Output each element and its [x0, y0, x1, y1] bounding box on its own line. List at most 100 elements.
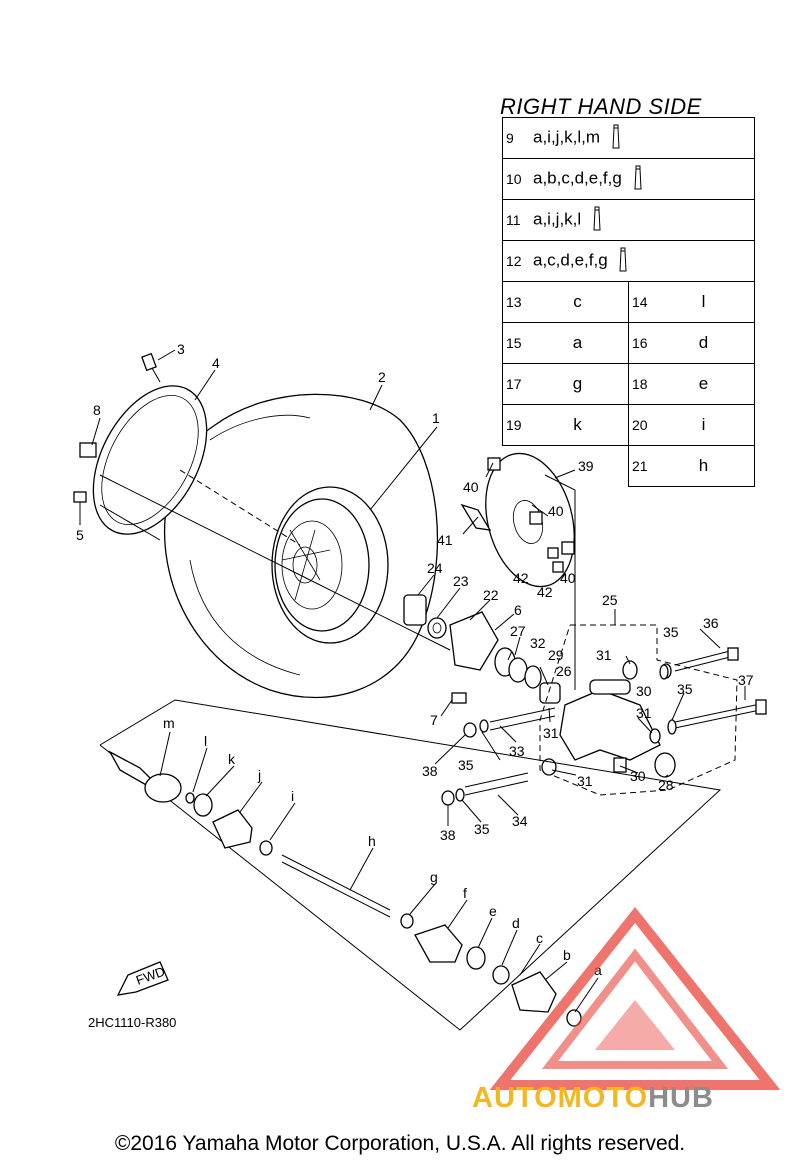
drive-shaft [108, 750, 582, 1027]
callout-35d: 35 [474, 821, 490, 837]
callout-i: i [291, 788, 294, 804]
callout-25: 25 [602, 592, 618, 608]
washer-35b [667, 719, 677, 735]
callout-g: g [430, 869, 438, 885]
callout-b: b [563, 947, 571, 963]
washer-35c [479, 719, 489, 733]
bolt-8 [79, 442, 97, 458]
callout-1: 1 [432, 410, 440, 426]
bolt-36 [674, 647, 739, 672]
callout-35a: 35 [663, 624, 679, 640]
callout-32: 32 [530, 635, 546, 651]
bolt-40a [487, 457, 501, 471]
automotohub-logo [489, 906, 781, 1090]
nut-38b [441, 790, 455, 806]
callout-31b: 31 [636, 705, 652, 721]
watermark-text: AUTOMOTOHUB [472, 1082, 714, 1114]
hub-assembly [403, 594, 561, 704]
callout-29: 29 [548, 647, 564, 663]
callout-k: k [228, 751, 236, 767]
nut-38a [463, 722, 477, 738]
callout-42a: 42 [513, 570, 529, 586]
callout-7: 7 [430, 712, 438, 728]
spec-row-12: 12 a,c,d,e,f,g [502, 240, 755, 282]
beadlock-ring [92, 385, 208, 535]
callout-27: 27 [510, 623, 526, 639]
callout-22: 22 [483, 587, 499, 603]
callout-39: 39 [578, 458, 594, 474]
washer-35a [659, 664, 669, 680]
caliper-bracket-41 [460, 503, 492, 531]
spec-row-9: 9 a,i,j,k,l,m [502, 117, 755, 159]
callout-38a: 38 [422, 763, 438, 779]
shaft-33 [489, 707, 556, 731]
callout-a: a [594, 962, 602, 978]
grease-tube-icon [634, 165, 642, 190]
grease-tube-icon [619, 247, 627, 272]
callout-30b: 30 [630, 768, 646, 784]
bolt-40c [561, 541, 575, 555]
callout-8: 8 [93, 402, 101, 418]
callout-31d: 31 [577, 773, 593, 789]
callout-33: 33 [509, 743, 525, 759]
callout-f: f [463, 885, 467, 901]
callout-5: 5 [76, 527, 84, 543]
callout-j: j [257, 767, 261, 783]
bolt-7 [451, 692, 467, 704]
callout-26: 26 [556, 663, 572, 679]
callout-35c: 35 [458, 757, 474, 773]
bolt-40b [529, 511, 543, 525]
callout-35b: 35 [677, 681, 693, 697]
callout-42b: 42 [537, 584, 553, 600]
bolt-42b [552, 561, 564, 573]
fwd-arrow-icon: FWD [116, 961, 169, 996]
rim [271, 486, 389, 644]
shaft-34 [464, 772, 529, 796]
spec-row-11: 11 a,i,j,k,l [502, 199, 755, 241]
grease-tube-icon [593, 206, 601, 231]
callout-41: 41 [437, 532, 453, 548]
callout-24: 24 [427, 560, 443, 576]
copyright-notice: ©2016 Yamaha Motor Corporation, U.S.A. A… [114, 1132, 686, 1155]
callout-h: h [368, 833, 376, 849]
callout-2: 2 [378, 369, 386, 385]
callout-36: 36 [703, 615, 719, 631]
callout-m: m [163, 715, 175, 731]
callout-30a: 30 [636, 683, 652, 699]
callout-31c: 31 [543, 725, 559, 741]
callout-38b: 38 [440, 827, 456, 843]
callout-31a: 31 [596, 647, 612, 663]
callout-23: 23 [453, 573, 469, 589]
callout-28: 28 [658, 777, 674, 793]
spec-row-10: 10 a,b,c,d,e,f,g [502, 158, 755, 200]
callout-40c: 40 [560, 570, 576, 586]
knuckle [541, 660, 676, 778]
callout-40b: 40 [548, 503, 564, 519]
callout-3: 3 [177, 341, 185, 357]
callout-l: l [204, 733, 207, 749]
callout-4: 4 [212, 355, 220, 371]
callout-40a: 40 [463, 479, 479, 495]
drawing-code: 2HC1110-R380 [88, 1015, 177, 1030]
callout-37: 37 [738, 672, 754, 688]
callout-c: c [536, 930, 543, 946]
bolt-42a [547, 547, 559, 559]
bolt-37 [674, 699, 767, 729]
valve-stem [141, 352, 161, 383]
callout-d: d [512, 915, 520, 931]
callout-34: 34 [512, 813, 528, 829]
grease-tube-icon [612, 124, 620, 149]
spec-table-title: RIGHT HAND SIDE [500, 94, 702, 119]
bolt-5 [73, 491, 87, 503]
callout-e: e [489, 903, 497, 919]
